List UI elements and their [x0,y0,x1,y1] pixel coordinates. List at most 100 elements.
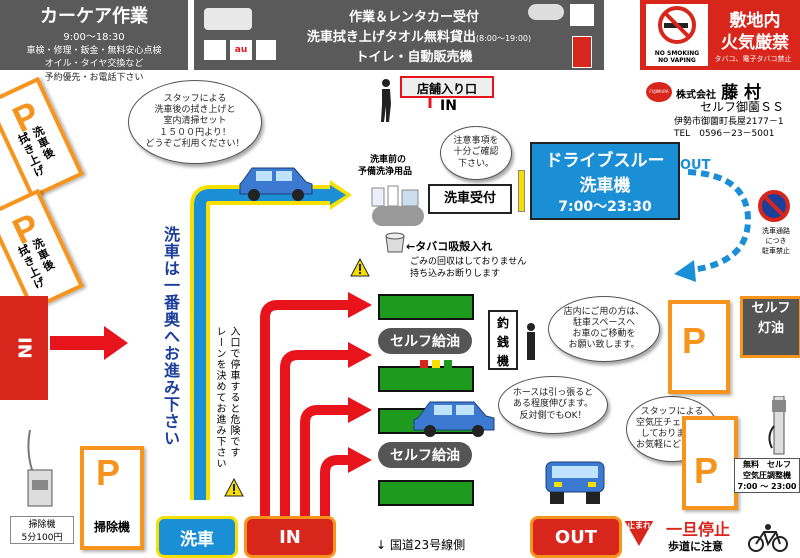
air-pump-icon [766,395,790,456]
drive-through-label-2: 洗車機 [579,176,631,196]
stop-sign-icon [621,518,657,551]
vacuum-price-line2: 5分100円 [21,533,63,543]
toilet-icon [570,4,594,26]
vending-machine-icon [572,36,592,68]
center-line2: 洗車拭き上げタオル無料貸出(8:00～19:00) [274,26,564,45]
no-smoking-sign: NO SMOKING NO VAPING [646,4,708,66]
supplies-label-2: 予備洗浄用品 [358,167,413,177]
au-logo-icon: au [230,40,252,60]
change-machine-label: 釣 銭 機 [496,316,509,368]
wash-reception: 洗車受付 [428,184,512,214]
parking-right-1-letter: P [682,320,707,361]
towel-label: 洗車拭き上げタオル無料貸出 [306,30,476,45]
bubble-caution: 注意事項を 十分ご確認 下さい。 [440,126,512,180]
ashtray-note-2: 持ち込みお断りします [410,269,501,279]
vacuum-machine-icon [24,429,56,510]
bottom-in-button: IN [244,516,336,558]
company-name: 藤 村 [721,83,762,103]
car-exit-icon [540,456,610,508]
fuel-pump-1: セルフ給油 [378,328,472,354]
carcare-panel: カーケア作業 9:00～18:30 車検・修理・鈑金・無料安心点検 オイル・タイ… [0,0,188,83]
kerosene-label: セルフ 灯油 [751,301,791,336]
parking-vacuum [80,446,144,550]
stop-sign-text: 止まれ [627,521,651,530]
vacuum-price-line1: 掃除機 [28,520,56,530]
parking-right-1 [668,300,730,394]
bubble-store-use: 店内にご用の方は、 駐車スペースへ お車のご移動を お願い致します。 [548,296,660,362]
bottom-wash-button: 洗車 [156,516,238,558]
drive-through-sign: ドライブスルー 洗車機 7:00～23:30 [530,142,680,220]
fuel-bay-4 [378,480,474,506]
company-address: 伊勢市御薗町長屋2177－1 [674,117,784,127]
supplies-label-1: 洗車前の [370,155,407,165]
no-parking-text: 洗車通路 につき 駐車禁止 [762,227,790,255]
side-in-label: IN [13,337,35,359]
warning-title-2: 火気厳禁 [721,33,789,53]
toolbox-icon [204,8,252,30]
fuel-pump-1-label: セルフ給油 [390,334,460,350]
fuel-nozzles-icon [420,354,460,368]
car-wash-lane-icon [236,162,316,202]
lane-warning-vertical: 入口で停車すると危険です レーンを決めてお進み下さい [214,326,239,469]
attendant-icon [524,322,538,362]
fire-warning-panel: NO SMOKING NO VAPING 敷地内 火気厳禁 タバコ、電子タバコ禁… [640,0,800,70]
bottom-wash-label: 洗車 [180,529,214,550]
company-logo-text: FUJIMURA [649,89,669,94]
caution-triangle-icon-2 [350,257,370,278]
side-in-arrow [50,326,128,360]
car-refuel-icon [410,394,500,438]
wash-out-label: OUT [680,158,711,173]
wash-lane-arrow [190,180,352,500]
ashtray-title: ←タバコ吸殻入れ [406,240,493,253]
pedestrian-icon [378,78,394,122]
fuel-bay-2 [378,366,474,392]
air-label-1: 無料 セルフ [743,460,791,469]
drive-through-label-1: ドライブスルー [545,151,665,171]
store-entrance-label: 店舗入り口 [416,82,477,96]
entry-arrowheads [348,292,372,473]
air-label-2: 空気圧調整機 [743,471,791,480]
parking-right-2-letter: P [694,450,719,491]
bubble-staff-wipe: スタッフによる 洗車後の拭き上げと 室内清掃セット １５００円より！ どうぞご利… [128,80,262,164]
ashtray-icon [384,230,406,254]
store-in-label: IN [440,98,457,114]
rental-car-icon [204,40,226,60]
no-smoking-icon [658,6,696,44]
company-prefix: 株式会社 [676,90,716,101]
wash-supplies-icon [370,184,422,208]
caution-triangle-icon [224,477,244,498]
stop-title: 一旦停止 [666,520,731,539]
carcare-services-2: オイル・タイヤ交換など [44,59,144,69]
side-in-box: IN [0,296,48,400]
ashtray-note-1: ごみの回収はしておりません [410,257,527,267]
carcare-note: 予約優先・お電話下さい [4,70,184,83]
stop-subtitle: 歩道に注意 [668,540,723,553]
no-parking-icon [758,190,790,222]
bottom-out-label: OUT [554,526,598,548]
facility-panel: au 作業＆レンタカー受付 洗車拭き上げタオル無料貸出(8:00～19:00) … [194,0,604,70]
entry-lane-arrows [260,300,350,520]
air-pump-label: 無料 セルフ 空気圧調整機 7:00 ～ 23:00 [734,458,800,493]
bottom-out-button: OUT [530,516,622,558]
parking-vacuum-label: 掃除機 [93,520,130,534]
station-name: セルフ御薗ＳＳ [700,100,785,114]
reception-post [518,170,525,212]
kerosene-box: セルフ 灯油 [740,296,800,358]
company-tel: TEL 0596－23－5001 [674,129,775,139]
towel-hours: (8:00～19:00) [475,34,532,43]
out-dashed-arrow [687,169,752,273]
change-machine: 釣 銭 機 [488,310,518,370]
parking-vacuum-letter: P [96,452,121,493]
airplane-icon [528,4,564,20]
down-arrow-icon: ↓ [376,538,387,552]
carcare-title: カーケア作業 [40,6,148,27]
supplies-tray [372,206,424,226]
carcare-hours: 9:00～18:30 [63,32,125,43]
road-label-text: 国道23号線側 [389,538,466,552]
wifi-icon [256,40,276,60]
bicycle-icon [746,524,790,552]
company-name-row: 株式会社 藤 村 [676,78,761,103]
center-line3: トイレ・自動販売機 [355,50,473,65]
center-line1: 作業＆レンタカー受付 [348,10,479,25]
